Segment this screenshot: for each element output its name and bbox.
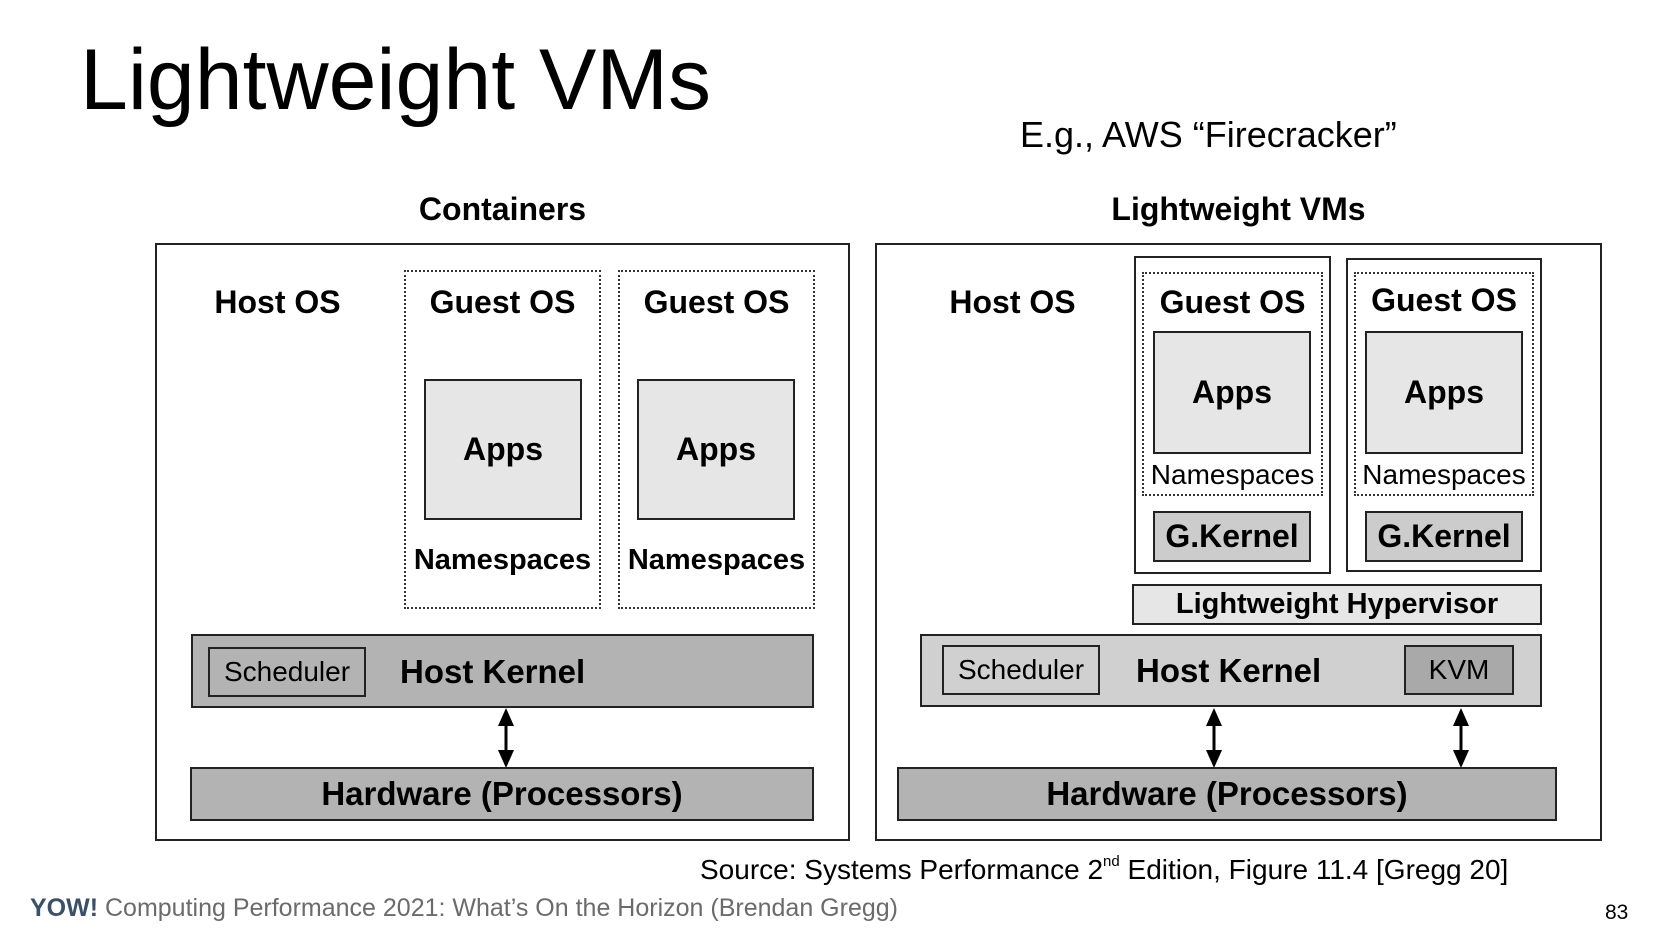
guest-kernel-label: G.Kernel [1377, 518, 1511, 554]
kvm-label: KVM [1428, 654, 1490, 685]
lvm-hardware: Hardware (Processors) [897, 767, 1557, 821]
host-kernel-label: Host Kernel [400, 653, 586, 690]
namespaces-label: Namespaces [413, 544, 592, 576]
apps-label: Apps [676, 431, 756, 467]
apps-box: Apps [637, 379, 795, 520]
footer-brand: YOW! [30, 894, 99, 922]
source-citation: Source: Systems Performance 2nd Edition,… [700, 853, 1508, 887]
page-number: 83 [1605, 901, 1629, 924]
guest-kernel-label: G.Kernel [1165, 518, 1299, 554]
scheduler-label: Scheduler [223, 656, 351, 687]
apps-box: Apps [1153, 331, 1311, 454]
kvm-hardware-arrow-icon [1453, 708, 1469, 768]
apps-label: Apps [1404, 374, 1484, 410]
namespaces-label: Namespaces [627, 544, 806, 576]
hypervisor-label: Lightweight Hypervisor [1175, 588, 1499, 620]
source-prefix: Source: Systems Performance 2 [700, 854, 1104, 885]
namespaces-label: Namespaces [1150, 459, 1315, 490]
host-kernel-label: Host Kernel [1136, 652, 1322, 689]
scheduler-label: Scheduler [957, 654, 1085, 685]
containers-heading: Containers [418, 191, 587, 227]
footer: YOW! Computing Performance 2021: What’s … [30, 893, 898, 923]
hardware-label: Hardware (Processors) [1046, 775, 1408, 812]
containers-panel [155, 243, 850, 841]
lvm-host-os-label: Host OS [949, 284, 1076, 320]
source-superscript: nd [1103, 853, 1120, 870]
hardware-label: Hardware (Processors) [321, 775, 683, 812]
apps-label: Apps [1192, 374, 1272, 410]
kernel-hardware-arrow-icon [498, 708, 514, 768]
lvm-guest-os-2 [1354, 272, 1534, 496]
slide-subtitle: E.g., AWS “Firecracker” [1020, 114, 1397, 155]
containers-hardware: Hardware (Processors) [190, 767, 814, 821]
containers-guest-os-1 [404, 270, 601, 609]
guest-os-label: Guest OS [1371, 282, 1517, 318]
apps-label: Apps [463, 431, 543, 467]
kernel-hardware-arrow-icon [1206, 708, 1222, 768]
lvm-guest-os-1 [1142, 272, 1323, 496]
scheduler-box: Scheduler [942, 645, 1100, 695]
guest-os-label: Guest OS [643, 284, 790, 320]
containers-guest-os-2 [618, 270, 815, 609]
namespaces-label: Namespaces [1362, 459, 1526, 490]
guest-kernel-box: G.Kernel [1365, 511, 1523, 562]
guest-os-label: Guest OS [429, 284, 576, 320]
apps-box: Apps [1365, 331, 1523, 454]
slide-title: Lightweight VMs [80, 32, 711, 128]
apps-box: Apps [424, 379, 582, 520]
lightweight-hypervisor: Lightweight Hypervisor [1132, 584, 1542, 625]
containers-host-os-label: Host OS [214, 284, 341, 320]
source-suffix: Edition, Figure 11.4 [Gregg 20] [1119, 854, 1509, 885]
footer-text: Computing Performance 2021: What’s On th… [98, 894, 898, 922]
guest-kernel-box: G.Kernel [1153, 511, 1311, 562]
scheduler-box: Scheduler [208, 647, 366, 697]
guest-os-label: Guest OS [1159, 284, 1306, 320]
lightweight-vms-heading: Lightweight VMs [1111, 191, 1366, 227]
kvm-box: KVM [1404, 645, 1514, 695]
